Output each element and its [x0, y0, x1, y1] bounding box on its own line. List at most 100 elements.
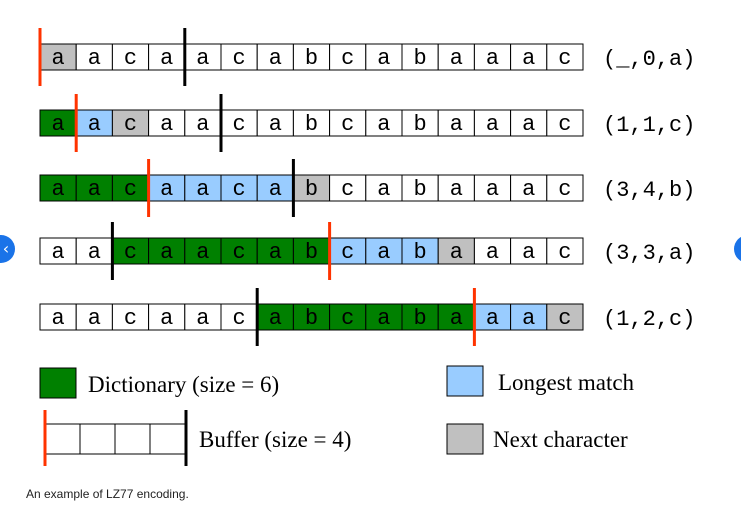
char-cell — [75, 303, 113, 331]
char-cell — [401, 303, 439, 331]
char-cell — [401, 109, 439, 137]
char-cell — [437, 303, 475, 331]
figure-caption: An example of LZ77 encoding. — [26, 487, 189, 501]
char-label: a — [377, 306, 390, 331]
char-cell — [510, 303, 548, 331]
char-label: a — [160, 177, 173, 202]
char-label: c — [558, 306, 571, 331]
char-label: b — [305, 46, 318, 71]
legend-longest-match-swatch — [446, 365, 484, 397]
char-label: a — [160, 240, 173, 265]
char-cell — [510, 43, 548, 71]
char-label: a — [88, 46, 101, 71]
char-label: a — [522, 177, 535, 202]
char-label: a — [377, 46, 390, 71]
char-label: a — [51, 46, 64, 71]
output-triple: (1,1,c) — [603, 113, 695, 138]
char-label: c — [341, 306, 354, 331]
char-label: b — [413, 46, 426, 71]
char-label: a — [450, 240, 463, 265]
char-label: a — [450, 306, 463, 331]
char-label: a — [377, 240, 390, 265]
char-cell — [401, 174, 439, 202]
char-label: c — [558, 112, 571, 137]
char-cell — [292, 43, 331, 71]
char-label: a — [196, 112, 209, 137]
char-label: a — [486, 306, 499, 331]
char-cell — [39, 303, 77, 331]
char-label: c — [124, 177, 137, 202]
char-label: a — [522, 240, 535, 265]
char-label: a — [51, 306, 64, 331]
char-cell — [473, 174, 512, 202]
char-label: a — [88, 306, 101, 331]
char-label: b — [413, 240, 426, 265]
char-cell — [184, 174, 222, 202]
char-label: c — [232, 46, 245, 71]
char-label: c — [341, 177, 354, 202]
char-cell — [39, 109, 77, 137]
char-label: c — [124, 46, 137, 71]
char-label: a — [269, 112, 282, 137]
char-cell — [473, 43, 512, 71]
output-triple: (3,3,a) — [603, 241, 695, 266]
char-label: a — [88, 240, 101, 265]
legend-next-character-label: Next character — [493, 427, 628, 452]
char-cell — [256, 237, 294, 265]
char-label: c — [341, 240, 354, 265]
char-label: a — [269, 177, 282, 202]
char-label: a — [486, 240, 499, 265]
char-label: a — [196, 240, 209, 265]
char-cell — [365, 43, 403, 71]
char-cell — [75, 237, 113, 265]
char-label: a — [88, 177, 101, 202]
char-label: c — [124, 240, 137, 265]
char-label: b — [413, 306, 426, 331]
char-cell — [292, 109, 331, 137]
char-label: a — [196, 177, 209, 202]
char-label: a — [160, 306, 173, 331]
char-label: a — [269, 240, 282, 265]
char-cell — [329, 237, 367, 265]
char-cell — [256, 43, 294, 71]
char-cell — [184, 237, 222, 265]
char-cell — [111, 43, 150, 71]
char-label: a — [450, 112, 463, 137]
char-cell — [546, 43, 584, 71]
char-label: a — [522, 112, 535, 137]
legend-buffer-swatch — [43, 410, 188, 466]
char-label: c — [558, 240, 571, 265]
legend-longest-match-label: Longest match — [498, 370, 635, 395]
char-cell — [256, 109, 294, 137]
output-triple: (3,4,b) — [603, 178, 695, 203]
legend-dictionary-swatch — [39, 367, 77, 399]
char-cell — [510, 174, 548, 202]
char-label: c — [124, 306, 137, 331]
char-label: c — [341, 112, 354, 137]
char-cell — [148, 303, 186, 331]
char-cell — [329, 174, 367, 202]
char-label: a — [377, 112, 390, 137]
char-cell — [437, 109, 475, 137]
char-cell — [546, 109, 584, 137]
char-label: a — [51, 112, 64, 137]
char-label: a — [486, 112, 499, 137]
char-label: a — [88, 112, 101, 137]
char-cell — [184, 43, 222, 71]
char-cell — [329, 43, 367, 71]
char-label: b — [305, 306, 318, 331]
char-cell — [75, 43, 113, 71]
char-label: c — [558, 177, 571, 202]
legend: Dictionary (size = 6) Longest match Buff… — [39, 365, 635, 466]
char-cell — [292, 174, 331, 202]
legend-next-character-swatch — [446, 423, 484, 455]
chevron-right-icon[interactable]: › — [734, 235, 741, 263]
char-cell — [546, 303, 584, 331]
char-label: a — [160, 112, 173, 137]
chevron-left-icon[interactable]: ‹ — [0, 235, 15, 263]
char-label: a — [450, 177, 463, 202]
